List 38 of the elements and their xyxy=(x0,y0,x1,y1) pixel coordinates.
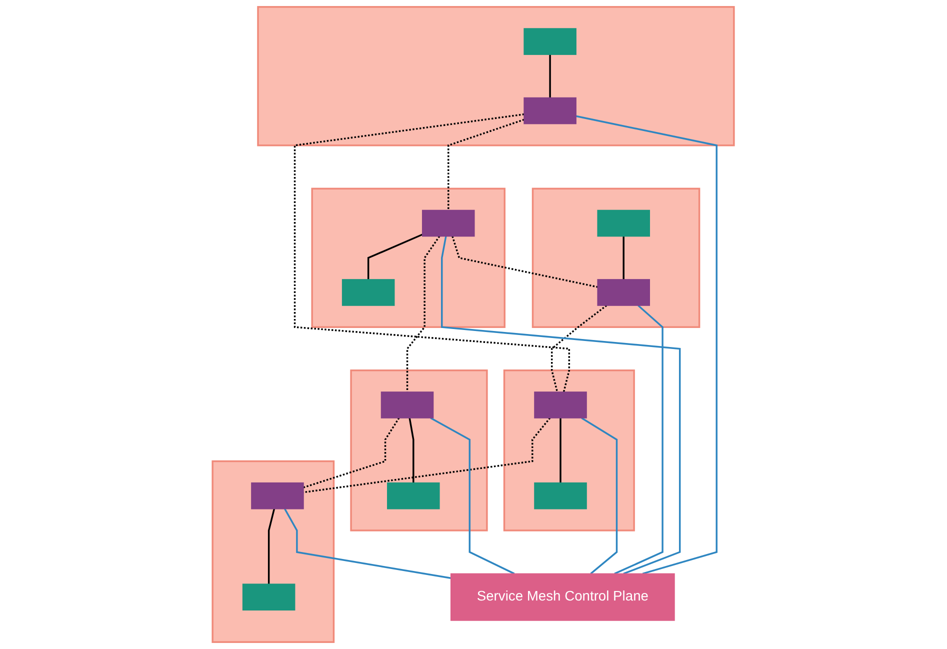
node-box xyxy=(381,392,434,418)
connector xyxy=(406,236,440,392)
connector xyxy=(448,118,525,210)
connector xyxy=(303,418,400,488)
node-box: Service Mesh Control Plane xyxy=(450,573,676,621)
connector xyxy=(430,417,515,574)
connector xyxy=(614,304,664,574)
node-box xyxy=(242,584,296,610)
cluster xyxy=(212,460,335,643)
connector xyxy=(304,417,551,494)
connector xyxy=(284,508,452,579)
node-box xyxy=(534,392,588,418)
node-box xyxy=(524,97,577,124)
connector xyxy=(368,234,423,280)
node-box xyxy=(597,279,650,306)
node-box xyxy=(524,28,577,55)
connector xyxy=(441,236,681,575)
cluster xyxy=(532,188,700,328)
cluster xyxy=(504,370,636,532)
node-box xyxy=(422,210,476,237)
cluster xyxy=(257,6,736,146)
connector xyxy=(452,236,598,288)
connector xyxy=(581,417,618,574)
connector xyxy=(549,54,552,98)
connector xyxy=(576,115,718,575)
node-box xyxy=(597,210,650,237)
cluster xyxy=(311,188,506,328)
connector xyxy=(622,236,625,280)
node-box xyxy=(534,482,588,510)
connector xyxy=(551,304,608,392)
connector xyxy=(268,508,276,584)
cluster xyxy=(350,370,488,532)
node-box xyxy=(387,482,440,510)
connector xyxy=(560,418,562,483)
node-box xyxy=(251,482,304,510)
connector xyxy=(408,418,414,483)
connector xyxy=(294,113,570,392)
node-box xyxy=(342,279,395,306)
